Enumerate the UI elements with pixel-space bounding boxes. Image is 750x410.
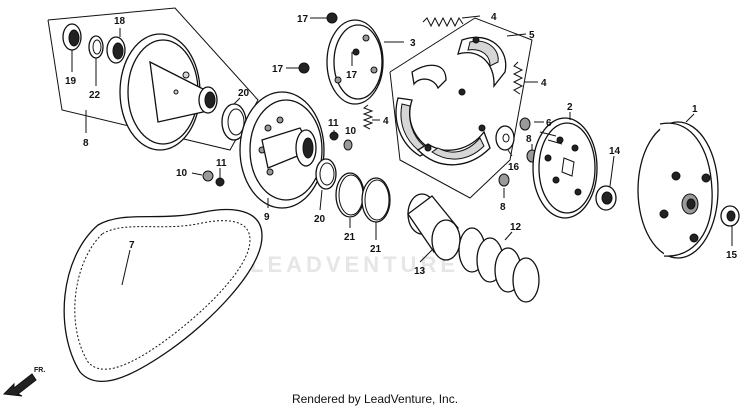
label-11a: 11 xyxy=(328,118,339,129)
label-21b: 21 xyxy=(370,244,382,255)
clutch-plate-3[interactable] xyxy=(326,19,384,105)
o-ring-21a[interactable] xyxy=(335,172,365,218)
label-4a: 4 xyxy=(491,12,497,23)
snap-ring-22[interactable] xyxy=(88,35,104,59)
label-8c: 8 xyxy=(526,134,532,145)
drive-plate-2[interactable] xyxy=(532,117,598,219)
spring-12[interactable] xyxy=(458,227,540,303)
leader-lines xyxy=(71,15,733,286)
label-17c: 17 xyxy=(272,64,284,75)
label-17b: 17 xyxy=(346,70,358,81)
label-7: 7 xyxy=(129,240,135,251)
label-12: 12 xyxy=(510,222,522,233)
label-10b: 10 xyxy=(176,168,188,179)
label-10a: 10 xyxy=(345,126,357,137)
label-11b: 11 xyxy=(216,158,227,169)
nut-17b[interactable] xyxy=(298,62,310,74)
label-15: 15 xyxy=(726,250,738,261)
label-9: 9 xyxy=(264,212,270,223)
frame-group-5 xyxy=(389,17,533,199)
label-3: 3 xyxy=(410,38,416,49)
spring-4b[interactable] xyxy=(512,61,524,95)
label-8: 8 xyxy=(83,138,89,149)
label-17a: 17 xyxy=(297,14,309,25)
clutch-shoe-left[interactable] xyxy=(395,64,447,157)
bolt-10b[interactable] xyxy=(202,170,214,182)
label-4b: 4 xyxy=(541,78,547,89)
clutch-shoe-upper[interactable] xyxy=(457,36,507,96)
drive-belt-7[interactable] xyxy=(63,208,263,382)
footer-credit: Rendered by LeadVenture, Inc. xyxy=(291,392,459,406)
pin-6[interactable] xyxy=(519,117,531,131)
spring-4a[interactable] xyxy=(422,16,464,28)
label-21a: 21 xyxy=(344,232,356,243)
clutch-outer-1[interactable] xyxy=(637,121,719,259)
o-ring-21b[interactable] xyxy=(361,177,391,223)
label-2: 2 xyxy=(567,102,573,113)
nut-14[interactable] xyxy=(595,185,617,211)
callout-labels: 19 22 18 8 20 17 17 17 3 4 5 4 4 11 10 1… xyxy=(65,12,738,277)
front-direction-arrow: FR. xyxy=(2,367,45,397)
label-22: 22 xyxy=(89,90,101,101)
bolt-10a[interactable] xyxy=(343,139,353,151)
label-6: 6 xyxy=(546,118,552,129)
watermark-text: LEADVENTURE xyxy=(250,252,459,277)
nut-8b[interactable] xyxy=(498,173,510,187)
label-20b: 20 xyxy=(314,214,326,225)
label-13: 13 xyxy=(414,266,426,277)
o-ring-20b[interactable] xyxy=(315,158,337,190)
movable-face-9[interactable] xyxy=(239,91,325,209)
label-16: 16 xyxy=(508,162,520,173)
sleeve-13[interactable] xyxy=(407,193,461,261)
label-1: 1 xyxy=(692,104,698,115)
nut-11a[interactable] xyxy=(329,131,339,141)
label-5: 5 xyxy=(529,30,535,41)
spring-4c[interactable] xyxy=(362,104,374,130)
label-19: 19 xyxy=(65,76,77,87)
driven-face-8[interactable] xyxy=(119,33,218,151)
label-18: 18 xyxy=(114,16,126,27)
label-8b: 8 xyxy=(500,202,506,213)
front-label: FR. xyxy=(34,367,45,374)
nut-17a[interactable] xyxy=(326,12,338,24)
clutch-shoe-lower[interactable] xyxy=(416,124,491,166)
label-14: 14 xyxy=(609,146,621,157)
nut-15[interactable] xyxy=(720,205,740,227)
oil-seal-19[interactable] xyxy=(62,23,82,51)
nut-11b[interactable] xyxy=(215,177,225,187)
label-20a: 20 xyxy=(238,88,250,99)
label-4c: 4 xyxy=(383,116,389,127)
washer-16[interactable] xyxy=(495,125,515,151)
bearing-18[interactable] xyxy=(106,36,126,64)
